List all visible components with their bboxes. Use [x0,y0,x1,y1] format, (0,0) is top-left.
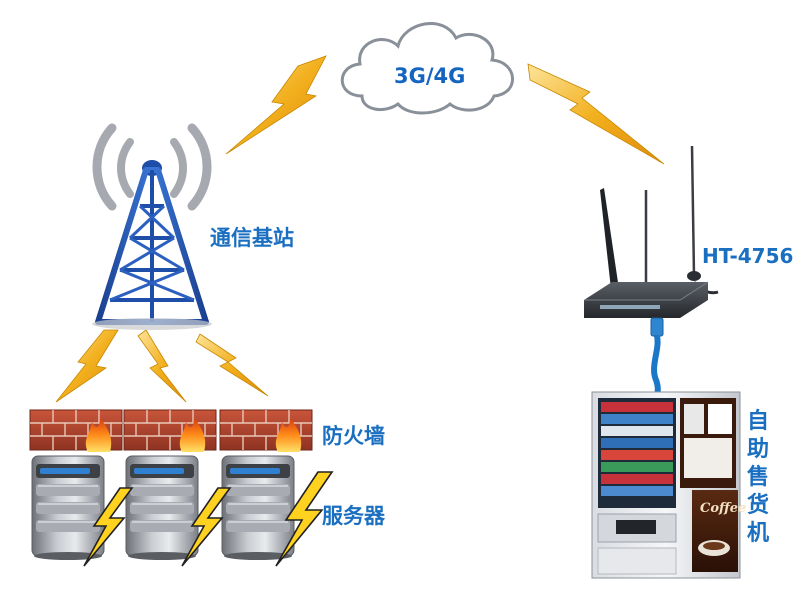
firewall-icon [29,409,123,453]
firewall-icon [219,409,313,453]
firewall-icon [123,409,217,453]
lightning-icon [55,329,119,403]
lightning-icon [181,487,232,567]
server-icon [221,455,295,561]
lightning-icon [83,487,134,567]
tower-icon [92,123,212,330]
server-icon [31,455,105,561]
lightning-icon [137,329,187,403]
cable-icon [650,317,664,401]
lightning-icon [225,55,327,155]
server-label: 服务器 [322,504,385,528]
router-label: HT-4756 [702,244,794,268]
server-icon [125,455,199,561]
firewall-label: 防火墙 [322,424,385,448]
cloud-label: 3G/4G [394,64,466,88]
coffee-logo-text: Coffee [700,501,747,516]
vending-machine-label: 自助售货机 [746,409,769,546]
cloud-icon [340,22,514,115]
vending-machine-icon [591,391,741,579]
lightning-icon [195,333,269,397]
lightning-icon [275,471,334,567]
router-icon [584,145,719,318]
tower-label: 通信基站 [210,226,294,250]
lightning-icon [527,63,665,165]
